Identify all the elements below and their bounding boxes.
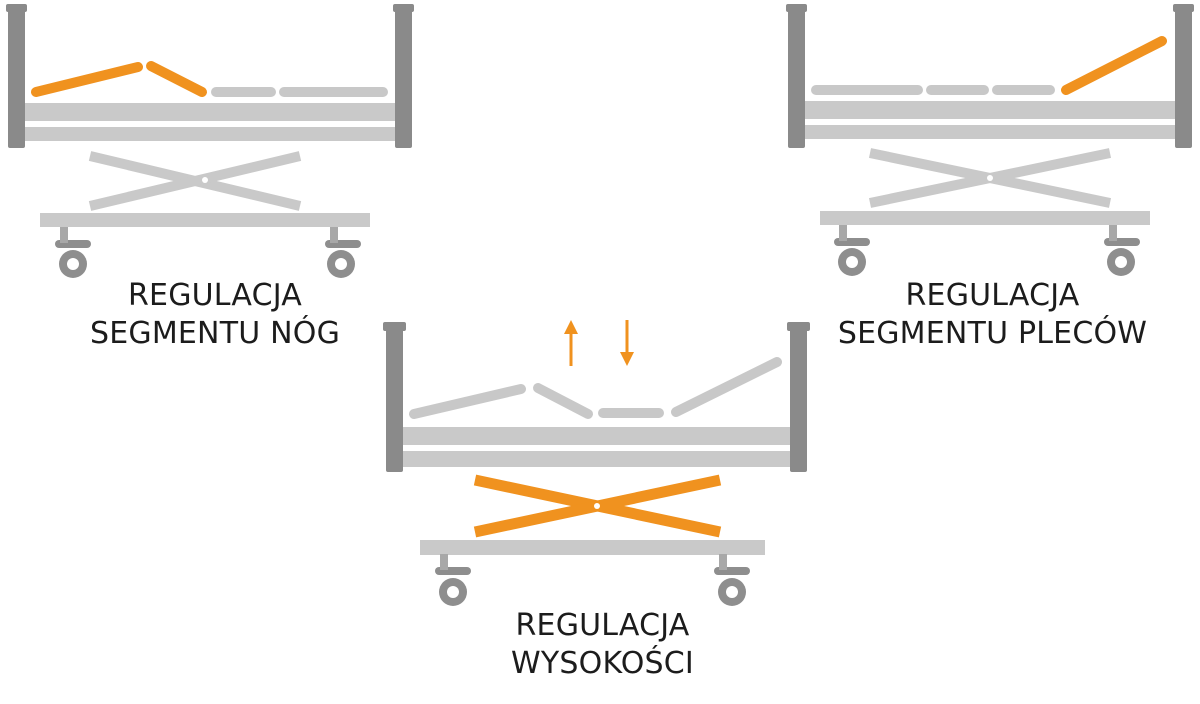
wheel-icon bbox=[714, 554, 750, 606]
caption-height: REGULACJA WYSOKOŚCI bbox=[430, 607, 775, 683]
bed-legs-panel bbox=[6, 4, 414, 278]
wheel-icon bbox=[435, 554, 471, 606]
foot-post bbox=[395, 8, 412, 148]
leg-segment bbox=[31, 62, 143, 97]
caption-line: REGULACJA bbox=[128, 278, 302, 313]
bed-back-panel bbox=[786, 4, 1194, 276]
bed-frame-rail bbox=[25, 103, 395, 121]
wheel-icon bbox=[1104, 225, 1140, 276]
caption-line: REGULACJA bbox=[515, 608, 690, 643]
back-segment bbox=[1061, 36, 1167, 95]
caption-line: REGULACJA bbox=[905, 278, 1080, 313]
caption-back: REGULACJA SEGMENTU PLECÓW bbox=[820, 277, 1165, 353]
caption-line: WYSOKOŚCI bbox=[511, 646, 694, 681]
wheel-icon bbox=[55, 227, 91, 278]
knee-segment bbox=[146, 61, 207, 97]
up-arrow-icon bbox=[564, 320, 578, 366]
caption-line: SEGMENTU NÓG bbox=[89, 316, 341, 351]
caption-legs: REGULACJA SEGMENTU NÓG bbox=[50, 277, 380, 353]
bed-height-panel bbox=[383, 320, 810, 606]
bed-base bbox=[40, 213, 370, 227]
head-post bbox=[8, 8, 25, 148]
wheel-icon bbox=[325, 227, 361, 278]
caption-line: SEGMENTU PLECÓW bbox=[837, 316, 1148, 351]
wheel-icon bbox=[834, 225, 870, 276]
down-arrow-icon bbox=[620, 320, 634, 366]
